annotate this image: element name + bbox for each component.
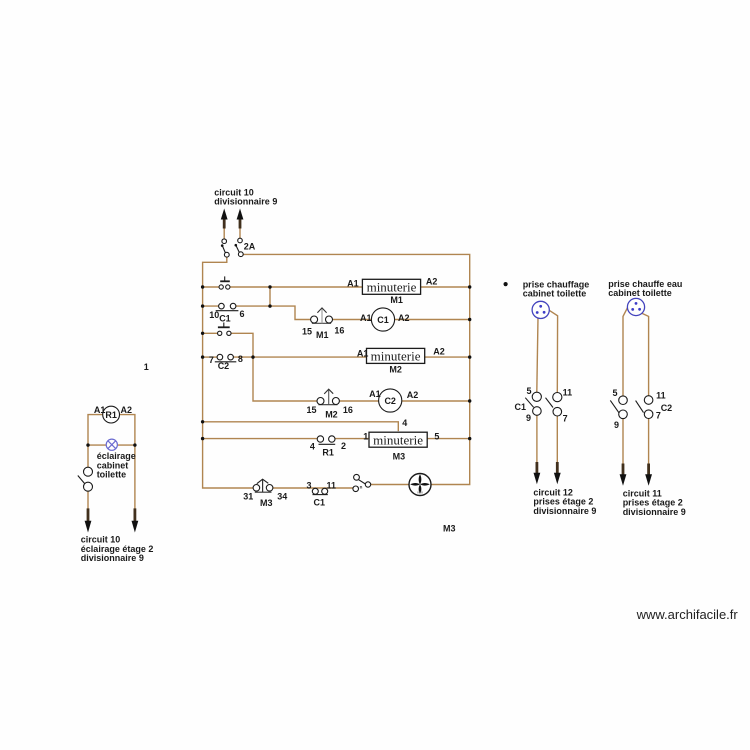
svg-text:M3: M3 [443, 523, 456, 533]
svg-text:www.archifacile.fr: www.archifacile.fr [636, 607, 739, 622]
svg-text:C1: C1 [515, 402, 527, 412]
svg-text:C2: C2 [218, 361, 230, 371]
svg-text:C1: C1 [314, 497, 326, 507]
svg-text:minuterie: minuterie [371, 349, 421, 364]
svg-text:1: 1 [144, 362, 149, 372]
svg-text:3: 3 [307, 481, 312, 491]
svg-text:C2: C2 [661, 403, 673, 413]
svg-text:7: 7 [656, 410, 661, 420]
svg-text:1: 1 [363, 432, 368, 442]
svg-text:cabinet: cabinet [97, 461, 129, 471]
svg-text:divisionnaire 9: divisionnaire 9 [81, 553, 144, 563]
svg-text:5: 5 [434, 431, 439, 441]
svg-text:minuterie: minuterie [373, 432, 423, 447]
svg-text:A2: A2 [407, 390, 419, 400]
svg-text:4: 4 [402, 418, 407, 428]
svg-text:16: 16 [334, 325, 344, 335]
svg-text:31: 31 [243, 491, 253, 501]
svg-text:A2: A2 [433, 347, 445, 357]
svg-text:11: 11 [656, 391, 666, 401]
svg-text:M1: M1 [316, 330, 329, 340]
svg-text:prises étage 2: prises étage 2 [623, 498, 683, 508]
svg-text:9: 9 [526, 413, 531, 423]
svg-text:34: 34 [277, 491, 287, 501]
svg-text:R1: R1 [322, 448, 334, 458]
svg-text:7: 7 [563, 413, 568, 423]
svg-text:8: 8 [238, 354, 243, 364]
svg-text:A2: A2 [398, 313, 410, 323]
svg-text:5: 5 [613, 388, 618, 398]
svg-text:éclairage: éclairage [97, 451, 136, 461]
svg-text:M2: M2 [389, 365, 402, 375]
svg-text:M3: M3 [260, 498, 273, 508]
svg-text:C1: C1 [219, 313, 231, 323]
svg-text:circuit 10: circuit 10 [214, 187, 254, 197]
svg-text:n: n [360, 484, 363, 489]
svg-text:A1: A1 [347, 278, 359, 288]
svg-text:divisionnaire 9: divisionnaire 9 [533, 506, 596, 516]
svg-text:11: 11 [563, 387, 573, 397]
svg-text:2: 2 [341, 441, 346, 451]
svg-text:M1: M1 [390, 295, 403, 305]
svg-text:10: 10 [209, 310, 219, 320]
svg-text:15: 15 [307, 405, 317, 415]
svg-text:R1: R1 [105, 410, 117, 420]
svg-text:circuit 12: circuit 12 [533, 487, 573, 497]
svg-text:ven: ven [417, 491, 423, 495]
svg-text:prise chauffage: prise chauffage [523, 279, 590, 289]
svg-text:minuterie: minuterie [367, 279, 417, 294]
svg-text:16: 16 [343, 405, 353, 415]
svg-text:A2: A2 [426, 276, 438, 286]
svg-text:11: 11 [327, 480, 337, 490]
svg-text:A2: A2 [121, 405, 133, 415]
svg-text:15: 15 [302, 326, 312, 336]
svg-text:A1: A1 [369, 389, 381, 399]
svg-text:6: 6 [240, 309, 245, 319]
svg-text:prises étage 2: prises étage 2 [533, 497, 593, 507]
svg-text:divisionnaire 9: divisionnaire 9 [214, 197, 277, 207]
svg-text:A1: A1 [360, 313, 372, 323]
svg-text:divisionnaire 9: divisionnaire 9 [623, 507, 686, 517]
svg-text:prise chauffe eau: prise chauffe eau [608, 279, 682, 289]
svg-text:2A: 2A [244, 241, 256, 251]
svg-text:5: 5 [527, 386, 532, 396]
svg-text:9: 9 [614, 420, 619, 430]
svg-text:cabinet toilette: cabinet toilette [608, 288, 672, 298]
svg-text:C1: C1 [377, 315, 389, 325]
svg-text:A1: A1 [357, 349, 369, 359]
svg-text:circuit 11: circuit 11 [623, 488, 662, 498]
svg-text:toilette: toilette [97, 470, 127, 480]
svg-text:cabinet toilette: cabinet toilette [523, 289, 587, 299]
svg-text:M3: M3 [393, 452, 406, 462]
svg-text:C2: C2 [384, 396, 396, 406]
svg-text:A1: A1 [94, 405, 106, 415]
svg-text:7: 7 [209, 355, 214, 365]
svg-text:circuit 10: circuit 10 [81, 535, 121, 545]
svg-text:4: 4 [310, 441, 315, 451]
svg-text:M2: M2 [325, 410, 338, 420]
svg-text:éclairage étage 2: éclairage étage 2 [81, 544, 154, 554]
